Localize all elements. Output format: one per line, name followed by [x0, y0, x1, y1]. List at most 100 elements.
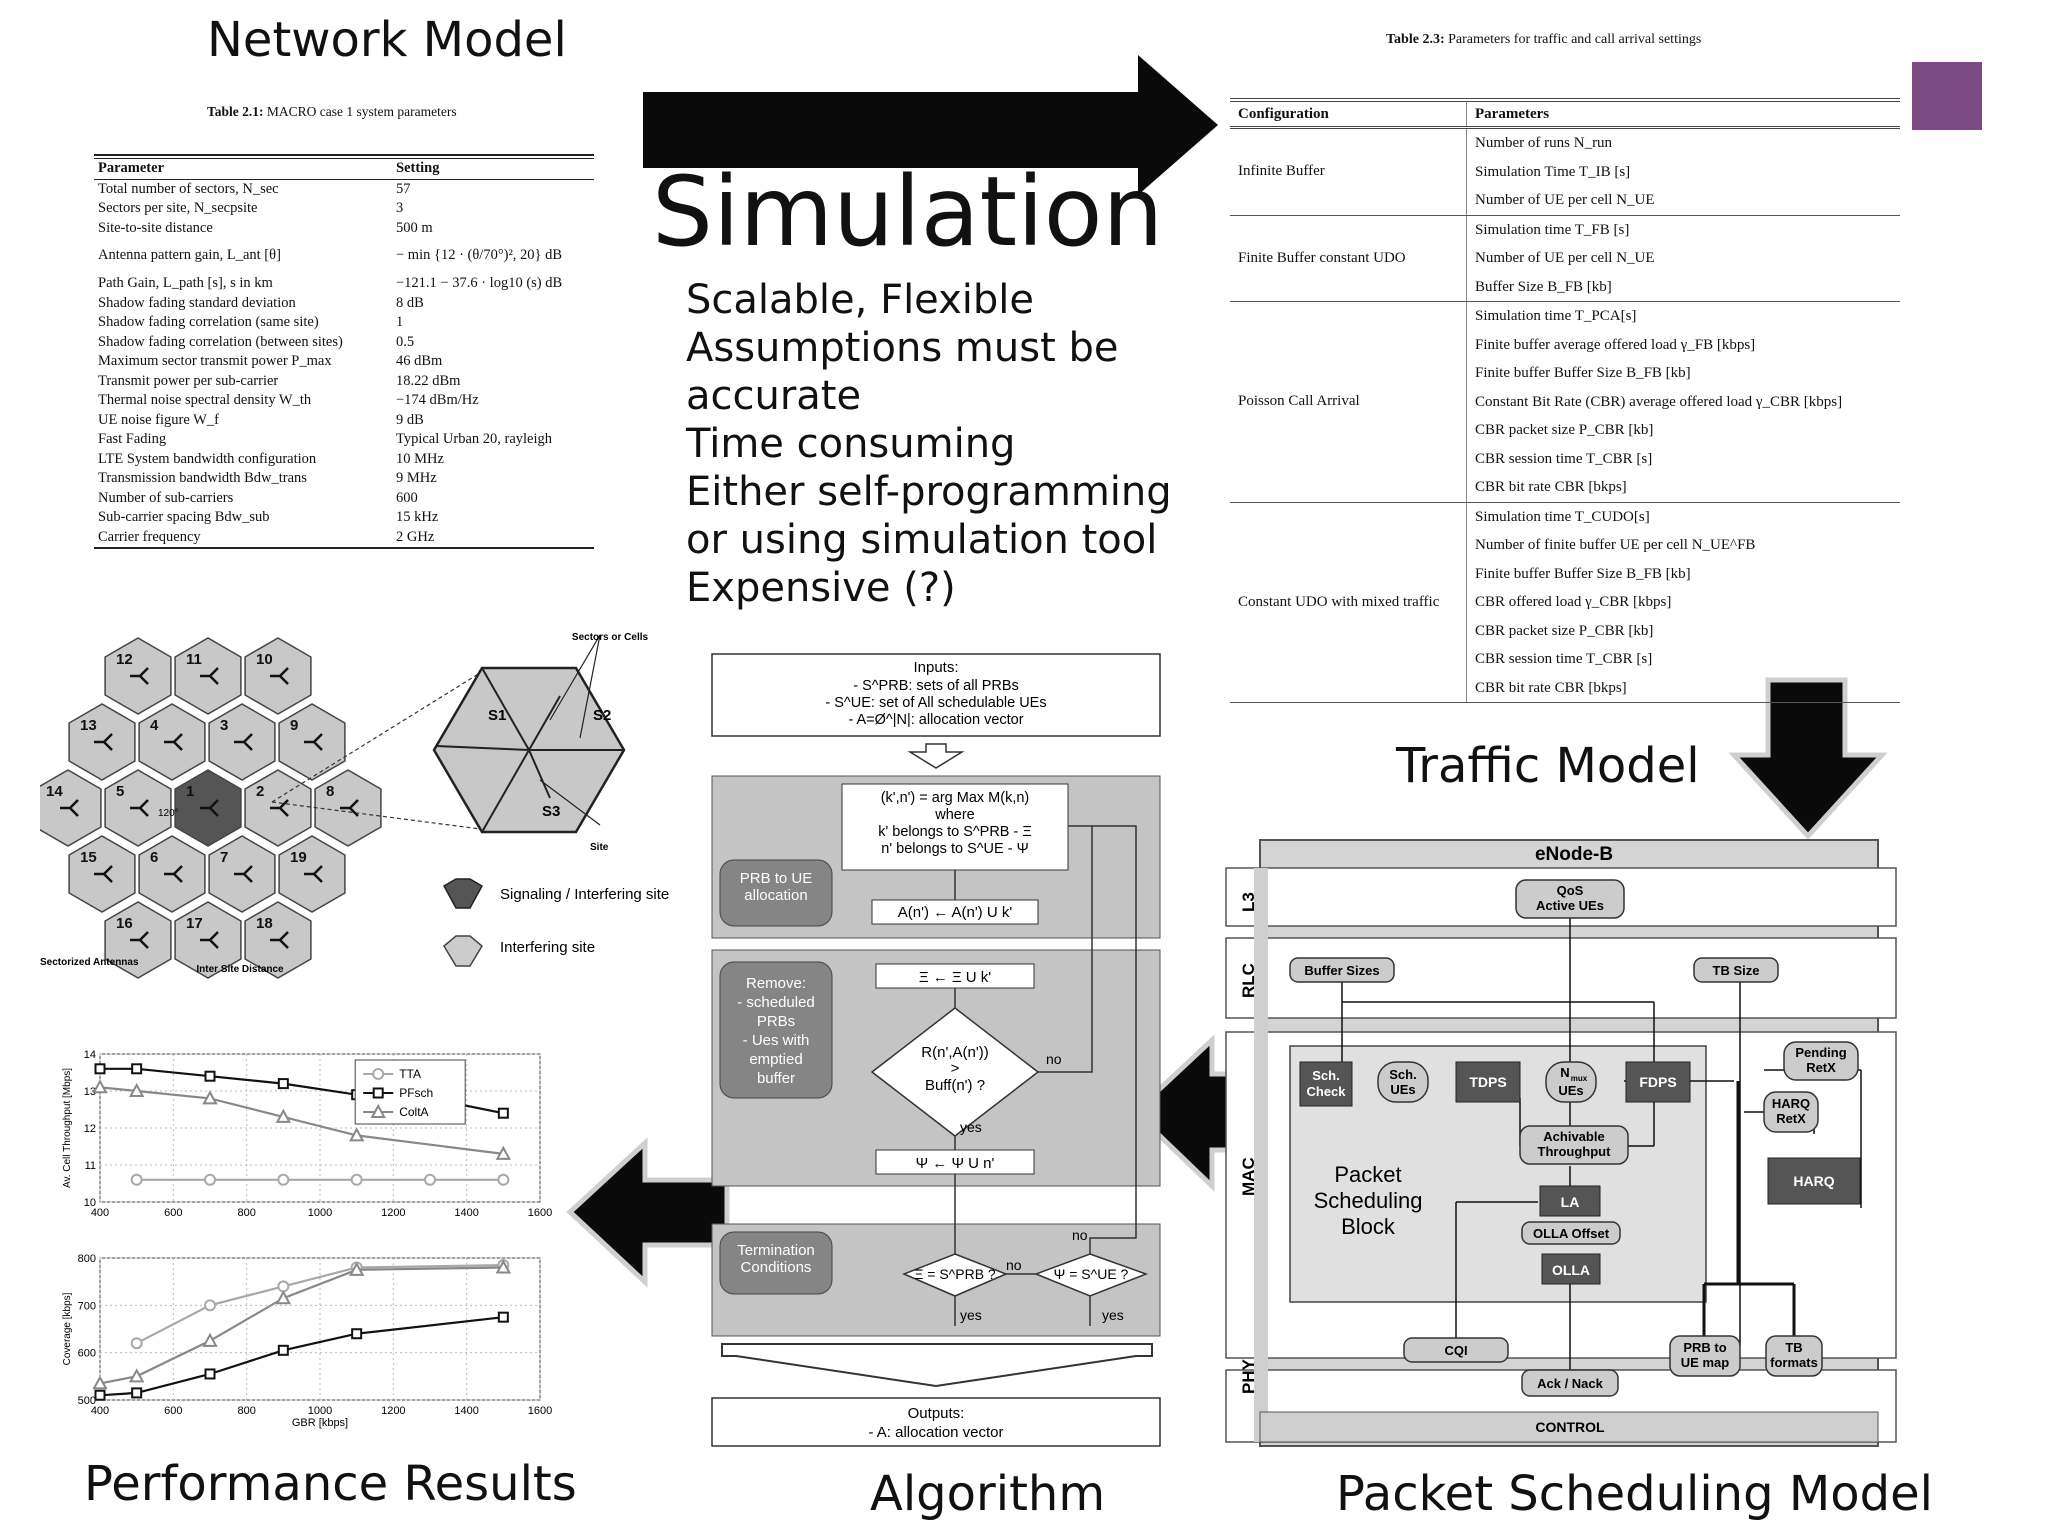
series-line-PFsch: [99, 1316, 504, 1397]
svg-text:FDPS: FDPS: [1639, 1074, 1676, 1090]
data-point: [202, 1090, 218, 1105]
x-tick-label: 1600: [528, 1207, 552, 1219]
hex-number: 4: [150, 717, 159, 734]
svg-text:Ξ ← Ξ U k': Ξ ← Ξ U k': [919, 969, 991, 986]
table-row: Shadow fading correlation (between sites…: [98, 333, 415, 350]
enodeb-diagram: eNode-B L3 RLC MAC PHY Packet Scheduling…: [1225, 839, 1897, 1447]
legend-interfering: Interfering site: [500, 939, 595, 956]
table23: Configuration Parameters Infinite Buffer…: [1230, 98, 1900, 703]
antenna-icon: [270, 931, 289, 949]
x-tick-label: 1400: [454, 1207, 478, 1219]
x-tick-label: 1200: [381, 1207, 405, 1219]
antenna-icon: [164, 865, 183, 883]
svg-text:yes: yes: [1102, 1307, 1124, 1323]
hex-number: 19: [290, 849, 307, 866]
antenna-icon: [234, 865, 253, 883]
table-row: Constant Bit Rate (CBR) average offered …: [1475, 393, 1843, 410]
svg-text:HARQ: HARQ: [1772, 1096, 1810, 1111]
arrow-left-2: [566, 1137, 730, 1288]
list-item: Scalable, Flexible: [686, 277, 1034, 323]
list-item: Expensive (?): [686, 565, 956, 611]
svg-text:Buffer Sizes: Buffer Sizes: [1304, 963, 1379, 978]
legend-marker: [370, 1103, 386, 1118]
table-row: CBR session time T_CBR [s]: [1475, 450, 1653, 467]
data-point: [204, 1070, 216, 1082]
data-point: [348, 1127, 365, 1142]
table-row: Thermal noise spectral density W_th−174 …: [98, 392, 479, 408]
prb-ue-label: PRB to UE allocation: [739, 870, 813, 904]
hex-number: 3: [220, 717, 228, 734]
svg-text:Ξ = S^PRB ?: Ξ = S^PRB ?: [914, 1266, 996, 1282]
series-line-ColtA: [99, 1266, 504, 1385]
traffic-model-title: Traffic Model: [1396, 738, 1700, 794]
table-row: Buffer Size B_FB [kb]: [1230, 272, 1900, 302]
svg-text:yes: yes: [960, 1119, 982, 1135]
hex-number: 15: [80, 849, 97, 866]
y-tick-label: 700: [78, 1300, 96, 1312]
svg-text:Sch.: Sch.: [1389, 1067, 1416, 1082]
list-item: accurate: [686, 373, 862, 419]
svg-text:CONTROL: CONTROL: [1535, 1419, 1605, 1435]
list-item: Assumptions must be: [686, 325, 1119, 371]
hex-number: 11: [186, 651, 202, 668]
data-point: [128, 1082, 145, 1097]
algorithm-title: Algorithm: [870, 1466, 1106, 1522]
data-point: [277, 1344, 289, 1356]
svg-text:- Ues with: - Ues with: [743, 1032, 810, 1049]
table21: Parameter Setting Total number of sector…: [94, 154, 594, 549]
legend-marker: [372, 1068, 385, 1080]
svg-text:TB: TB: [1785, 1340, 1802, 1355]
hex-number: 17: [186, 915, 203, 932]
table-row: Finite buffer average offered load γ_FB …: [1475, 336, 1756, 353]
table-header: Parameter: [98, 160, 165, 176]
data-point: [275, 1108, 292, 1123]
svg-text:Throughput: Throughput: [1538, 1144, 1612, 1159]
inputs-line: - S^UE: set of All schedulable UEs: [825, 695, 1046, 711]
y-tick-label: 12: [84, 1123, 96, 1135]
svg-text:Outputs:: Outputs:: [908, 1405, 965, 1422]
x-tick-label: 400: [91, 1405, 109, 1417]
svg-text:Check: Check: [1306, 1084, 1346, 1099]
table-row: Path Gain, L_path [s], s in km−121.1 − 3…: [98, 275, 563, 291]
hex-number: 13: [80, 717, 97, 734]
table21-caption: Table 2.1: MACRO case 1 system parameter…: [207, 104, 457, 119]
sectorized-label: Sectorized Antennas: [40, 957, 139, 968]
svg-text:PHY: PHY: [1239, 1358, 1258, 1394]
table-row: Shadow fading correlation (same site)1: [98, 314, 404, 330]
hex-number: 5: [116, 783, 124, 800]
svg-text:Buff(n') ?: Buff(n') ?: [925, 1077, 985, 1094]
data-point: [204, 1173, 216, 1186]
legend-label: TTA: [399, 1067, 421, 1081]
data-point: [94, 1389, 106, 1401]
s2-label: S2: [593, 707, 611, 724]
hex-number: 1: [186, 783, 194, 800]
data-point: [204, 1368, 216, 1380]
y-tick-label: 800: [78, 1253, 96, 1265]
inputs-line: - A=Ø^|N|: allocation vector: [848, 712, 1023, 728]
svg-text:MAC: MAC: [1239, 1157, 1258, 1196]
legend-signaling: Signaling / Interfering site: [500, 886, 669, 903]
svg-text:buffer: buffer: [757, 1070, 795, 1087]
y-tick-label: 10: [84, 1197, 96, 1209]
hex-number: 18: [256, 915, 273, 932]
svg-text:L3: L3: [1239, 892, 1258, 912]
svg-text:Ψ = S^UE ?: Ψ = S^UE ?: [1054, 1266, 1129, 1282]
s1-label: S1: [488, 707, 506, 724]
antenna-icon: [200, 667, 219, 685]
list-item: Either self-programming: [686, 469, 1172, 515]
antenna-icon: [270, 799, 289, 817]
svg-text:no: no: [1006, 1257, 1022, 1273]
svg-text:Pending: Pending: [1795, 1045, 1846, 1060]
svg-text:Sch.: Sch.: [1312, 1068, 1339, 1083]
svg-text:- A: allocation vector: - A: allocation vector: [868, 1424, 1003, 1441]
accent-square: [1912, 62, 1982, 130]
